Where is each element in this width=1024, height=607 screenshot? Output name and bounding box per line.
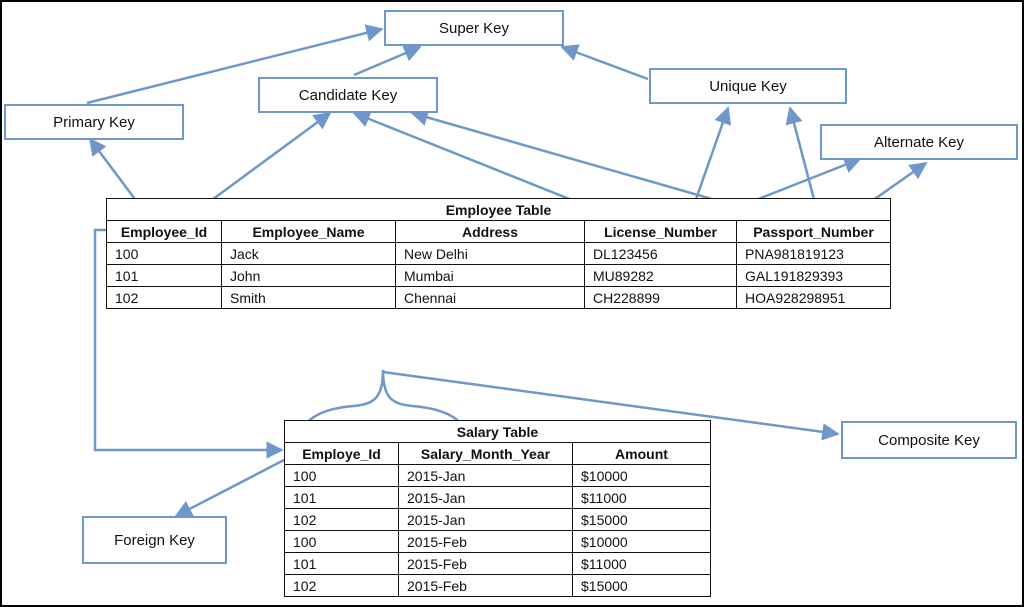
table-row: 101 John Mumbai MU89282 GAL191829393 — [106, 264, 891, 287]
table-cell: 2015-Feb — [398, 552, 573, 575]
salary-table-title-row: Salary Table — [284, 420, 711, 443]
super-key-label: Super Key — [438, 19, 510, 37]
arrow-brace-to-composite — [382, 370, 840, 441]
column-header: Employe_Id — [284, 442, 399, 465]
table-cell: 2015-Jan — [398, 464, 573, 487]
table-cell: $15000 — [572, 574, 711, 597]
table-cell: 2015-Feb — [398, 574, 573, 597]
column-header: Employee_Id — [106, 220, 222, 243]
arrow-salary-to-foreign — [174, 458, 285, 518]
table-cell: 2015-Jan — [398, 508, 573, 531]
table-row: 100 Jack New Delhi DL123456 PNA981819123 — [106, 242, 891, 265]
table-cell: 100 — [106, 242, 222, 265]
table-cell: New Delhi — [395, 242, 585, 265]
foreign-key-box: Foreign Key — [82, 516, 227, 564]
alternate-key-label: Alternate Key — [873, 133, 965, 151]
arrow-empid-to-salary — [93, 228, 284, 459]
employee-table: Employee Table Employee_Id Employee_Name… — [106, 198, 891, 309]
unique-key-box: Unique Key — [649, 68, 847, 104]
table-cell: GAL191829393 — [736, 264, 891, 287]
table-cell: Chennai — [395, 286, 585, 309]
column-header: License_Number — [584, 220, 737, 243]
employee-table-title: Employee Table — [106, 198, 891, 221]
super-key-box: Super Key — [384, 10, 564, 46]
table-cell: $11000 — [572, 552, 711, 575]
table-cell: John — [221, 264, 396, 287]
table-cell: $15000 — [572, 508, 711, 531]
table-cell: 102 — [284, 508, 399, 531]
table-row: 101 2015-Feb $11000 — [284, 552, 711, 575]
table-cell: 100 — [284, 464, 399, 487]
table-cell: Smith — [221, 286, 396, 309]
table-row: 102 Smith Chennai CH228899 HOA928298951 — [106, 286, 891, 309]
table-cell: PNA981819123 — [736, 242, 891, 265]
composite-brace — [298, 369, 470, 443]
table-cell: 101 — [284, 552, 399, 575]
table-row: 100 2015-Jan $10000 — [284, 464, 711, 487]
salary-table: Salary Table Employe_Id Salary_Month_Yea… — [284, 420, 711, 597]
composite-key-label: Composite Key — [878, 431, 980, 449]
table-cell: 100 — [284, 530, 399, 553]
alternate-key-box: Alternate Key — [820, 124, 1018, 160]
table-cell: CH228899 — [584, 286, 737, 309]
table-cell: 102 — [106, 286, 222, 309]
composite-key-box: Composite Key — [841, 421, 1017, 459]
arrow-candidate-to-super — [353, 45, 422, 77]
table-cell: $10000 — [572, 464, 711, 487]
table-row: 102 2015-Jan $15000 — [284, 508, 711, 531]
table-cell: $10000 — [572, 530, 711, 553]
primary-key-label: Primary Key — [53, 113, 135, 131]
salary-table-title: Salary Table — [284, 420, 711, 443]
column-header: Employee_Name — [221, 220, 396, 243]
unique-key-label: Unique Key — [709, 77, 787, 95]
column-header: Passport_Number — [736, 220, 891, 243]
table-cell: 2015-Feb — [398, 530, 573, 553]
foreign-key-label: Foreign Key — [114, 531, 195, 549]
table-cell: $11000 — [572, 486, 711, 509]
table-row: 100 2015-Feb $10000 — [284, 530, 711, 553]
employee-table-title-row: Employee Table — [106, 198, 891, 221]
table-cell: 101 — [106, 264, 222, 287]
candidate-key-label: Candidate Key — [298, 86, 398, 104]
table-cell: 101 — [284, 486, 399, 509]
column-header: Address — [395, 220, 585, 243]
arrow-unique-to-super — [560, 44, 649, 81]
table-row: 101 2015-Jan $11000 — [284, 486, 711, 509]
table-cell: 102 — [284, 574, 399, 597]
table-cell: DL123456 — [584, 242, 737, 265]
table-cell: MU89282 — [584, 264, 737, 287]
employee-table-header-row: Employee_Id Employee_Name Address Licens… — [106, 220, 891, 243]
primary-key-box: Primary Key — [4, 104, 184, 140]
column-header: Amount — [572, 442, 711, 465]
table-cell: 2015-Jan — [398, 486, 573, 509]
table-cell: Mumbai — [395, 264, 585, 287]
table-cell: Jack — [221, 242, 396, 265]
column-header: Salary_Month_Year — [398, 442, 573, 465]
salary-table-header-row: Employe_Id Salary_Month_Year Amount — [284, 442, 711, 465]
table-row: 102 2015-Feb $15000 — [284, 574, 711, 597]
candidate-key-box: Candidate Key — [258, 77, 438, 113]
arrow-primary-to-super — [86, 24, 384, 105]
table-cell: HOA928298951 — [736, 286, 891, 309]
